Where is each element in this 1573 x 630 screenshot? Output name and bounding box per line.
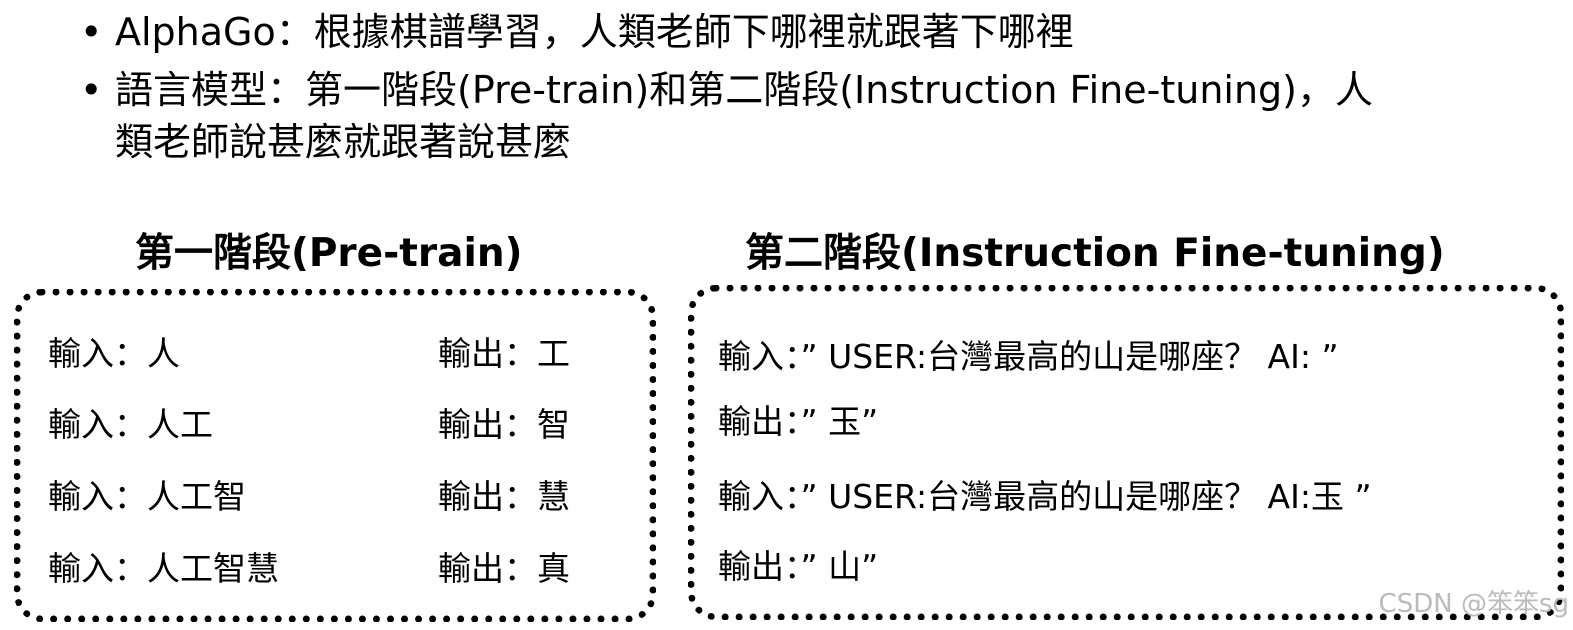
bullet-icon: •	[80, 68, 103, 112]
stage1-output-2: 輸出：智	[438, 405, 570, 444]
stage1-input-2: 輸入：人工	[48, 405, 213, 444]
bullet-list: •AlphaGo：根據棋譜學習，人類老師下哪裡就跟著下哪裡 •語言模型：第一階段…	[80, 6, 1410, 174]
stage1-title: 第一階段(Pre-train)	[135, 231, 523, 276]
stage1-output-1: 輸出：工	[438, 334, 570, 373]
stage1-output-3: 輸出：慧	[438, 477, 570, 516]
stage1-output-4: 輸出：真	[438, 549, 570, 588]
watermark: CSDN @笨笨sg	[1378, 589, 1569, 619]
stage1-input-4: 輸入：人工智慧	[48, 549, 279, 588]
bullet-icon: •	[80, 10, 103, 54]
stage2-input-2: 輸入：” USER:台灣最高的山是哪座？ AI:玉 ”	[718, 477, 1372, 516]
bullet-alphago: •AlphaGo：根據棋譜學習，人類老師下哪裡就跟著下哪裡	[80, 6, 1410, 58]
bullet-language-model: •語言模型：第一階段(Pre-train)和第二階段(Instruction F…	[80, 64, 1410, 168]
stage2-output-2: 輸出：” 山”	[718, 547, 879, 586]
stage1-input-1: 輸入：人	[48, 334, 180, 373]
stage1-box	[14, 289, 656, 622]
stage2-input-1: 輸入：” USER:台灣最高的山是哪座？ AI: ”	[718, 337, 1339, 376]
stage2-title: 第二階段(Instruction Fine-tuning)	[745, 231, 1445, 276]
stage1-input-3: 輸入：人工智	[48, 477, 246, 516]
stage2-output-1: 輸出：” 玉”	[718, 402, 879, 441]
stage2-box	[688, 285, 1564, 620]
